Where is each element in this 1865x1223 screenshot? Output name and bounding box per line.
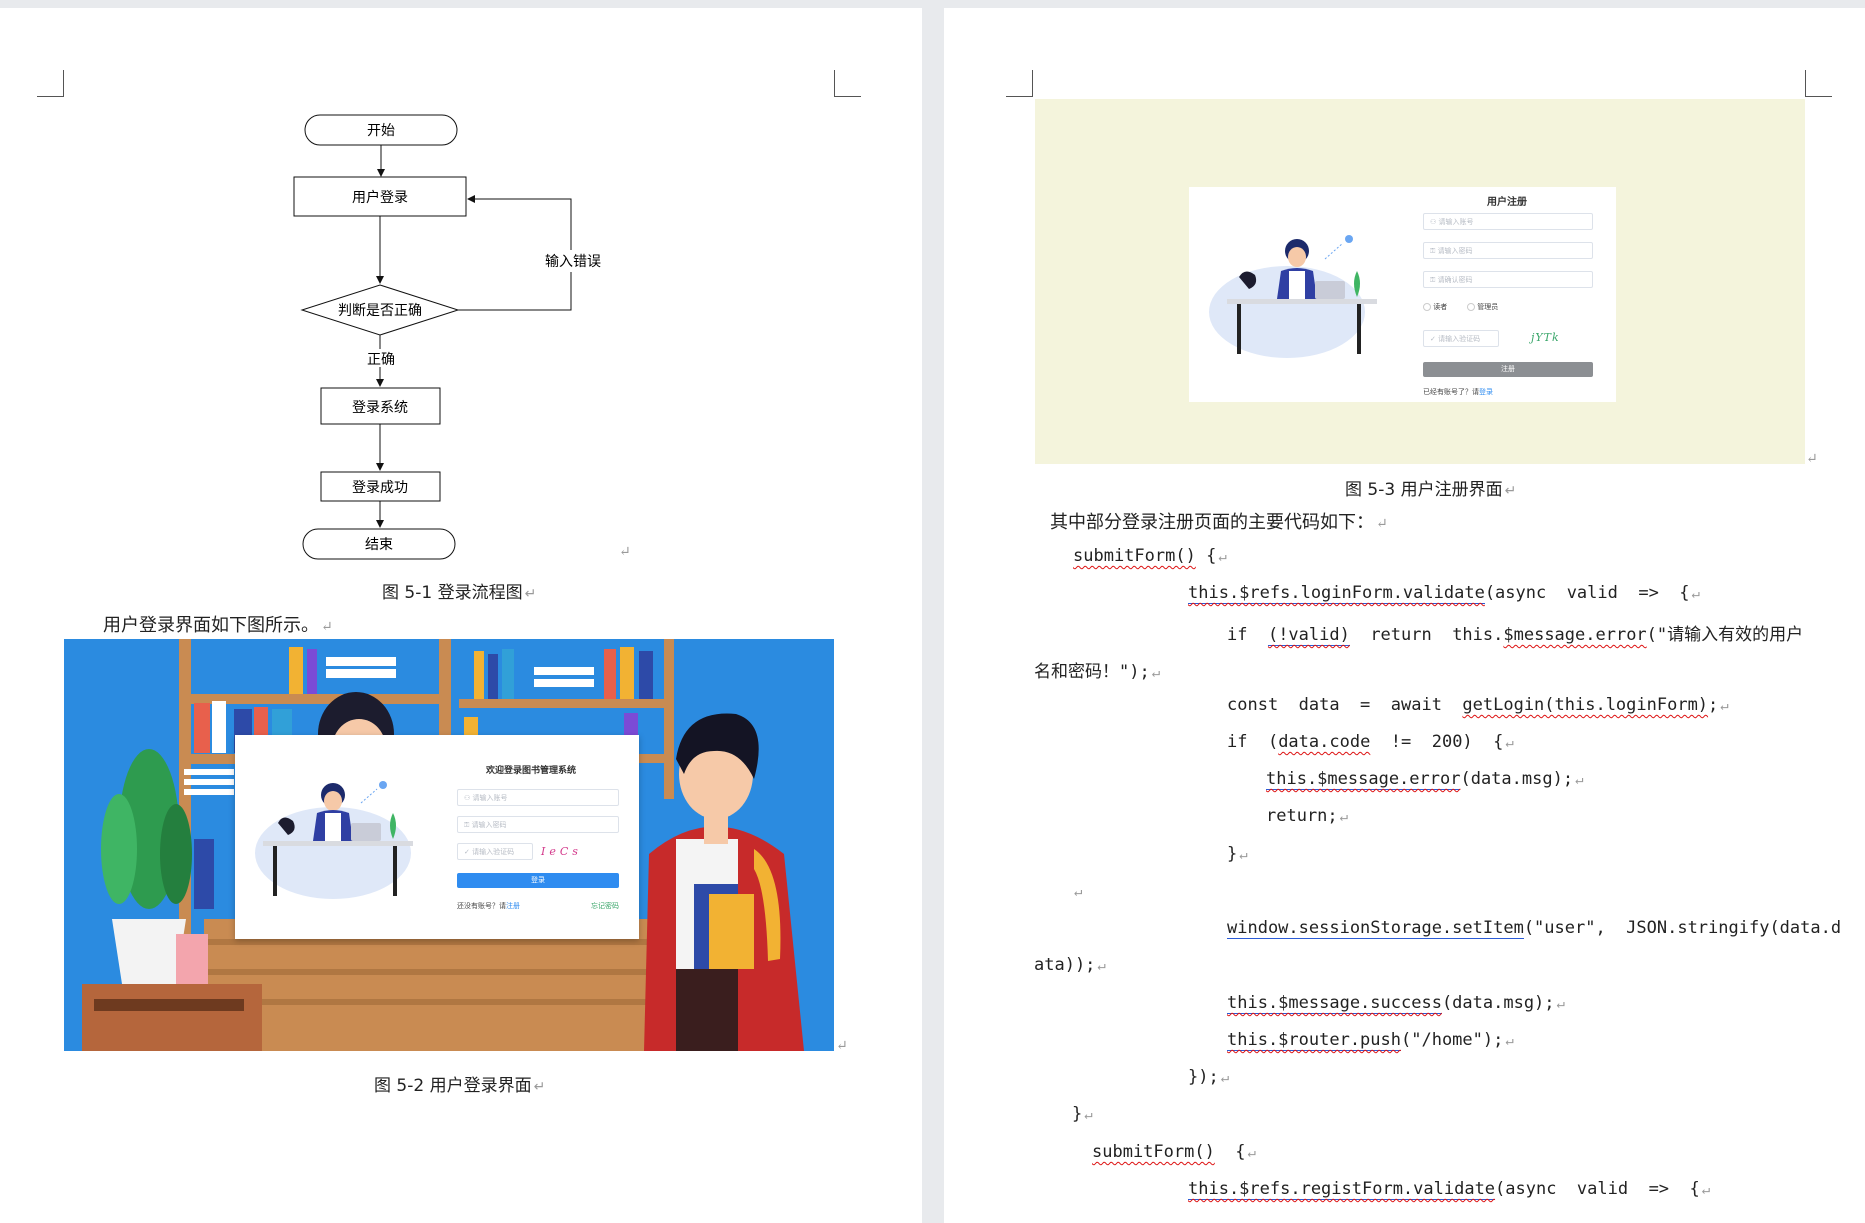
login-password-input[interactable]: ⚿ 请输入密码 bbox=[457, 816, 619, 833]
library-illustration bbox=[82, 639, 804, 1051]
document-page-right: 用户注册 ⚇ 请输入账号 ⚿ 请输入密码 ⚿ 请确认密码 读者 管理员 ✓ 请输… bbox=[944, 8, 1865, 1223]
register-captcha-image[interactable]: jYTk bbox=[1531, 331, 1560, 344]
paragraph-mark: ↵ bbox=[836, 1038, 848, 1054]
crop-mark bbox=[834, 70, 861, 97]
crop-mark bbox=[1006, 70, 1033, 97]
lock-icon: ⚿ bbox=[1430, 276, 1438, 284]
figure-caption-2: 图 5-2 用户登录界面↵ bbox=[374, 1076, 546, 1096]
radio-icon bbox=[1423, 303, 1431, 311]
flow-edge-correct-label: 正确 bbox=[367, 352, 395, 368]
code-line: });↵ bbox=[1188, 1067, 1230, 1087]
code-line: this.$router.push("/home");↵ bbox=[1227, 1030, 1514, 1051]
flow-node-end-label: 结束 bbox=[365, 537, 393, 553]
paragraph-mark: ↵ bbox=[619, 544, 631, 560]
paragraph-mark: ↵ bbox=[1806, 451, 1818, 467]
register-title: 用户注册 bbox=[1487, 197, 1527, 208]
login-captcha-input[interactable]: ✓ 请输入验证码 bbox=[457, 843, 533, 860]
code-line: submitForm() {↵ bbox=[1073, 546, 1227, 566]
register-illustration bbox=[1209, 235, 1377, 358]
login-screenshot: 欢迎登录图书管理系统 ⚇ 请输入账号 ⚿ 请输入密码 ✓ 请输入验证码 IeCs… bbox=[64, 639, 834, 1051]
register-password-input[interactable]: ⚿ 请输入密码 bbox=[1423, 242, 1593, 259]
flow-node-system-label: 登录系统 bbox=[352, 400, 408, 416]
login-flowchart: 开始 用户登录 判断是否正确 输入错误 正确 登录系统 登录成功 bbox=[290, 103, 630, 573]
register-window: 用户注册 ⚇ 请输入账号 ⚿ 请输入密码 ⚿ 请确认密码 读者 管理员 ✓ 请输… bbox=[1189, 187, 1616, 402]
crop-mark bbox=[1805, 70, 1832, 97]
register-screenshot: 用户注册 ⚇ 请输入账号 ⚿ 请输入密码 ⚿ 请确认密码 读者 管理员 ✓ 请输… bbox=[1035, 99, 1805, 464]
register-link[interactable]: 注册 bbox=[506, 902, 520, 910]
login-account-input[interactable]: ⚇ 请输入账号 bbox=[457, 789, 619, 806]
register-confirm-input[interactable]: ⚿ 请确认密码 bbox=[1423, 271, 1593, 288]
crop-mark bbox=[37, 70, 64, 97]
figure-caption-3: 图 5-3 用户注册界面↵ bbox=[1345, 480, 1517, 500]
code-line: ata));↵ bbox=[1034, 955, 1106, 975]
register-account-input[interactable]: ⚇ 请输入账号 bbox=[1423, 213, 1593, 230]
flow-node-end bbox=[302, 528, 456, 560]
code-line: 名和密码！");↵ bbox=[1034, 662, 1161, 682]
login-link[interactable]: 登录 bbox=[1479, 388, 1493, 396]
no-account-text: 还没有账号？请注册 bbox=[457, 902, 520, 910]
user-icon: ⚇ bbox=[464, 794, 473, 802]
code-line: if (!valid) return this.$message.error("… bbox=[1227, 625, 1804, 646]
code-line: }↵ bbox=[1227, 844, 1248, 864]
forgot-password-link[interactable]: 忘记密码 bbox=[591, 902, 619, 910]
code-line: this.$refs.loginForm.validate(async vali… bbox=[1188, 583, 1700, 604]
paragraph-code-intro: 其中部分登录注册页面的主要代码如下：↵ bbox=[1050, 512, 1388, 533]
register-button[interactable]: 注册 bbox=[1423, 362, 1593, 377]
have-account-text: 已经有账号了？请登录 bbox=[1423, 388, 1493, 396]
shield-icon: ✓ bbox=[1430, 335, 1439, 343]
document-page-left: 开始 用户登录 判断是否正确 输入错误 正确 登录系统 登录成功 bbox=[0, 8, 922, 1223]
lock-icon: ⚿ bbox=[1430, 247, 1438, 255]
flow-node-system bbox=[320, 387, 441, 425]
flow-node-success-label: 登录成功 bbox=[352, 480, 408, 496]
login-title: 欢迎登录图书管理系统 bbox=[486, 766, 577, 776]
lock-icon: ⚿ bbox=[464, 821, 472, 829]
role-admin-radio[interactable]: 管理员 bbox=[1467, 302, 1498, 312]
login-button[interactable]: 登录 bbox=[457, 873, 619, 888]
login-captcha-image[interactable]: IeCs bbox=[541, 845, 582, 858]
code-line: if (data.code != 200) {↵ bbox=[1227, 732, 1514, 752]
flow-node-login-label: 用户登录 bbox=[352, 189, 408, 206]
code-line: this.$message.success(data.msg);↵ bbox=[1227, 993, 1565, 1014]
radio-icon bbox=[1467, 303, 1475, 311]
code-line: ↵ bbox=[1074, 884, 1083, 900]
code-line: const data = await getLogin(this.loginFo… bbox=[1227, 695, 1729, 715]
figure-caption-1: 图 5-1 登录流程图↵ bbox=[382, 583, 537, 603]
login-illustration bbox=[255, 781, 413, 899]
code-line: return;↵ bbox=[1266, 806, 1349, 826]
flow-node-decision-label: 判断是否正确 bbox=[338, 303, 422, 319]
flow-node-start-label: 开始 bbox=[367, 123, 395, 139]
code-line: submitForm() {↵ bbox=[1092, 1142, 1256, 1162]
code-line: this.$message.error(data.msg);↵ bbox=[1266, 769, 1584, 790]
code-line: this.$refs.registForm.validate(async val… bbox=[1188, 1179, 1711, 1200]
paragraph-login-intro: 用户登录界面如下图所示。↵ bbox=[103, 615, 333, 636]
login-window: 欢迎登录图书管理系统 ⚇ 请输入账号 ⚿ 请输入密码 ✓ 请输入验证码 IeCs… bbox=[235, 735, 639, 939]
register-captcha-input[interactable]: ✓ 请输入验证码 bbox=[1423, 330, 1499, 347]
user-icon: ⚇ bbox=[1430, 218, 1439, 226]
flow-edge-error-label: 输入错误 bbox=[545, 254, 601, 270]
flow-node-login bbox=[293, 176, 467, 217]
code-line: }↵ bbox=[1072, 1104, 1093, 1124]
role-reader-radio[interactable]: 读者 bbox=[1423, 302, 1447, 312]
code-line: window.sessionStorage.setItem("user", JS… bbox=[1227, 918, 1842, 939]
flow-node-success bbox=[320, 471, 441, 502]
shield-icon: ✓ bbox=[464, 848, 473, 856]
